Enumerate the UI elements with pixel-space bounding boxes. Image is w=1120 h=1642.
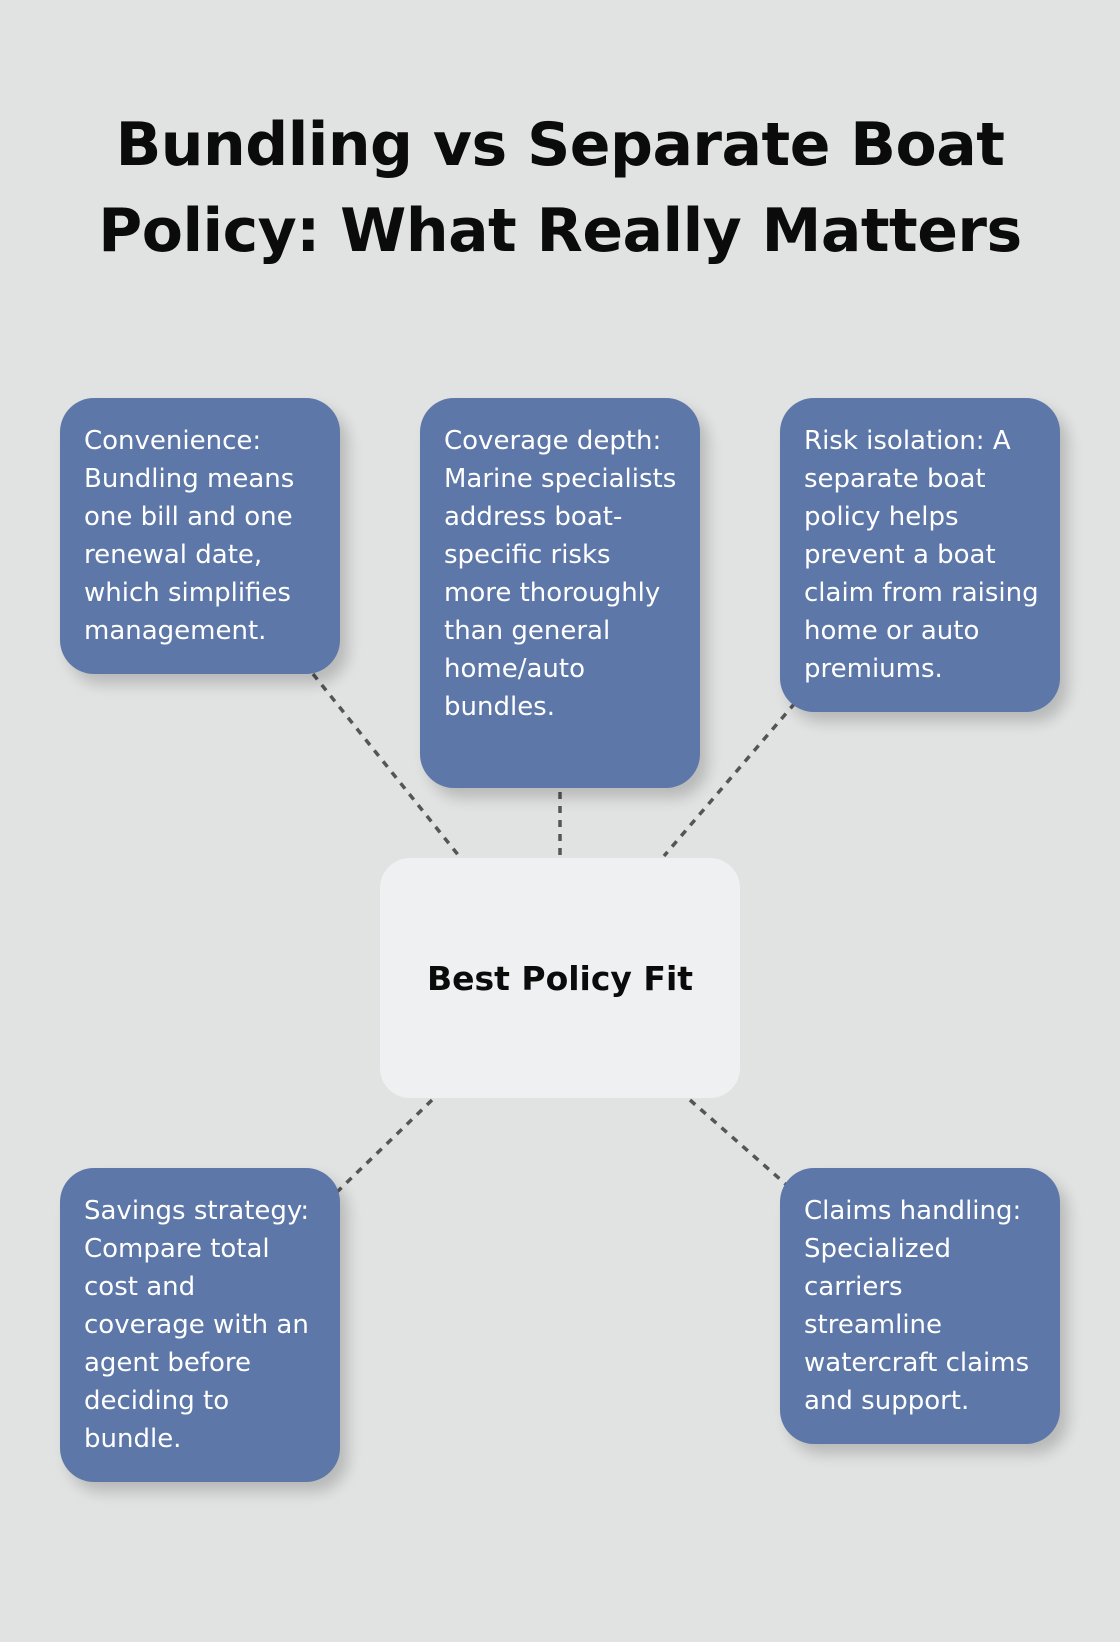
title-line-1: Bundling vs Separate Boat: [115, 110, 1005, 180]
card-savings-strategy: Savings strategy: Compare total cost and…: [60, 1168, 340, 1482]
connector-risk-isolation: [662, 701, 797, 858]
connector-savings-strategy: [335, 1098, 434, 1194]
center-node: Best Policy Fit: [380, 858, 740, 1098]
diagram-title: Bundling vs Separate Boat Policy: What R…: [0, 102, 1120, 274]
title-line-2: Policy: What Really Matters: [98, 196, 1022, 266]
connector-claims-handling: [688, 1098, 792, 1190]
connector-convenience: [311, 672, 461, 858]
card-convenience: Convenience: Bundling means one bill and…: [60, 398, 340, 674]
card-coverage-depth: Coverage depth: Marine specialists addre…: [420, 398, 700, 788]
card-claims-handling: Claims handling: Specialized carriers st…: [780, 1168, 1060, 1444]
center-label: Best Policy Fit: [426, 958, 694, 998]
card-risk-isolation: Risk isolation: A separate boat policy h…: [780, 398, 1060, 712]
